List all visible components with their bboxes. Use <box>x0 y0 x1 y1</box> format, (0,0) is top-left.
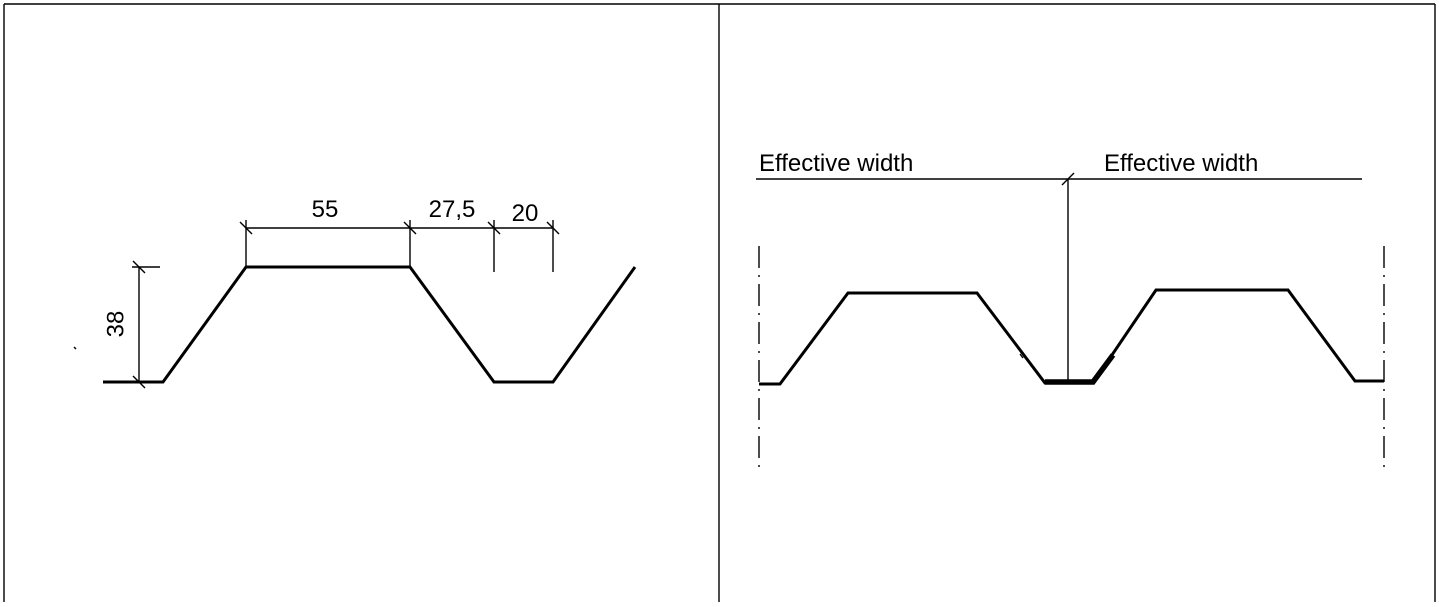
left-profile-outline <box>103 265 637 384</box>
center-tick <box>1061 172 1075 186</box>
left-panel-profile-dimensions: 38 55 27,5 20 <box>73 196 637 389</box>
height-tick-bottom <box>132 375 146 389</box>
bottom-tick-right <box>546 221 560 235</box>
dim-top-flange-label: 55 <box>312 196 339 223</box>
dim-height-label: 38 <box>102 311 129 338</box>
web-break-mark <box>1019 353 1024 359</box>
effective-width-label-left: Effective width <box>759 150 913 177</box>
right-panel-effective-width: Effective width Effective width <box>756 150 1385 470</box>
effective-width-label-right: Effective width <box>1104 150 1258 177</box>
stray-mark <box>73 346 77 350</box>
table-frame <box>3 3 1436 602</box>
effective-strip-highlight <box>1045 353 1116 385</box>
right-profile-outline <box>759 288 1384 386</box>
dim-web-projection-label: 27,5 <box>429 196 476 223</box>
height-tick-top <box>132 260 146 274</box>
flange-tick-left <box>239 221 253 235</box>
dim-bottom-flange-label: 20 <box>512 200 539 227</box>
